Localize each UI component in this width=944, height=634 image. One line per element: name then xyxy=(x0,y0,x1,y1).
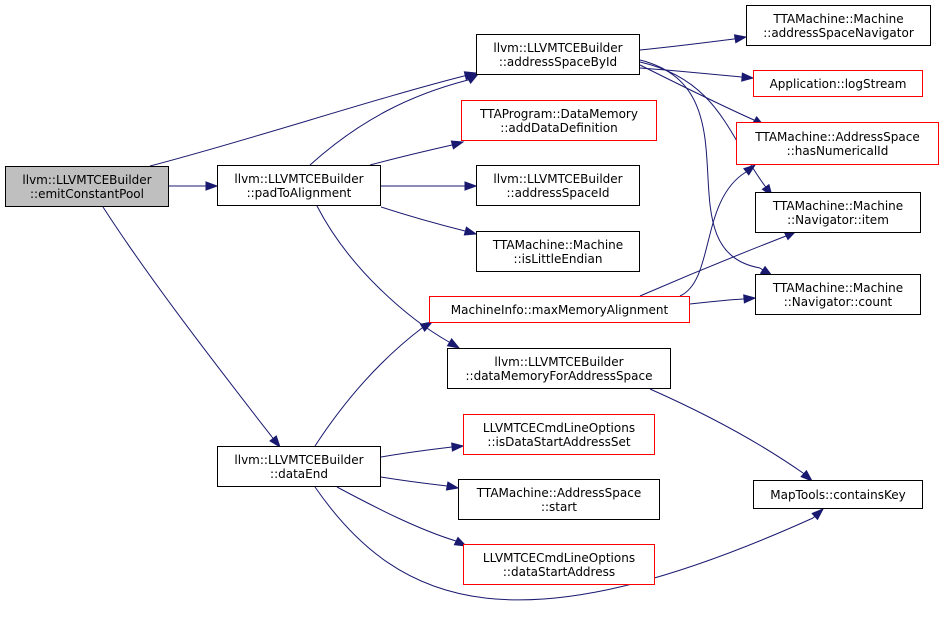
node-label-line: ::dataStartAddress xyxy=(502,564,616,579)
node-label-line: ::hasNumericalId xyxy=(786,143,889,158)
edge-maxalign-to-navcount xyxy=(689,298,744,305)
arrowhead-pad-to-adddata xyxy=(450,140,465,150)
node-log-stream[interactable]: Application::logStream xyxy=(753,70,923,97)
node-label-line: ::Navigator::count xyxy=(783,294,893,309)
arrowhead-dataend-to-maxalign xyxy=(419,321,434,332)
arrowhead-dataend-to-dsa xyxy=(453,536,468,547)
node-label-line: TTAMachine::Machine xyxy=(772,280,904,295)
arrowhead-dmfas-to-containskey xyxy=(800,469,814,482)
edge-dataend-to-isdss xyxy=(380,446,453,458)
arrowhead-asbyid-to-logstream xyxy=(741,72,755,82)
node-contains-key[interactable]: MapTools::containsKey xyxy=(753,480,923,509)
node-emit-constant-pool: llvm::LLVMTCEBuilder ::emitConstantPool xyxy=(5,166,169,207)
edge-emit-to-dataend xyxy=(102,206,273,438)
node-label-line: ::Navigator::item xyxy=(787,212,889,227)
node-label-line: ::dataMemoryForAddressSpace xyxy=(465,368,653,383)
node-label-line: MachineInfo::maxMemoryAlignment xyxy=(450,302,669,317)
node-label-line: TTAMachine::AddressSpace xyxy=(755,129,920,144)
node-label-line: LLVMTCECmdLineOptions xyxy=(482,550,636,565)
node-data-end[interactable]: llvm::LLVMTCEBuilder ::dataEnd xyxy=(217,446,381,487)
arrowhead-asbyid-to-asnav xyxy=(733,34,748,44)
node-navigator-count[interactable]: TTAMachine::Machine ::Navigator::count xyxy=(755,274,921,315)
node-label-line: ::addressSpaceNavigator xyxy=(763,25,914,40)
node-pad-to-alignment[interactable]: llvm::LLVMTCEBuilder ::padToAlignment xyxy=(217,165,381,206)
edge-pad-to-little xyxy=(380,206,466,232)
arrowhead-dataend-to-asstart xyxy=(445,481,460,491)
node-label-line: ::isDataStartAddressSet xyxy=(487,434,631,449)
edge-join-asbyid-to-navcount xyxy=(759,267,764,271)
arrowhead-pad-to-asbyid xyxy=(465,73,480,84)
node-label-line: TTAMachine::Machine xyxy=(492,237,624,252)
node-label-line: ::addressSpaceById xyxy=(498,54,618,69)
node-address-space-id[interactable]: llvm::LLVMTCEBuilder ::addressSpaceId xyxy=(476,165,640,206)
node-label-line: Application::logStream xyxy=(769,76,907,91)
edge-asbyid-to-navcount xyxy=(639,59,761,269)
arrowhead-pad-to-asid xyxy=(464,181,478,191)
node-label-line: ::isLittleEndian xyxy=(513,251,603,266)
node-label-line: LLVMTCECmdLineOptions xyxy=(482,420,636,435)
edge-maxalign-to-navitem xyxy=(639,235,787,297)
edge-pad-to-adddata xyxy=(369,144,453,166)
node-is-little-endian[interactable]: TTAMachine::Machine ::isLittleEndian xyxy=(476,231,640,272)
node-label-line: llvm::LLVMTCEBuilder xyxy=(494,354,624,369)
node-label-line: ::dataEnd xyxy=(270,466,328,481)
edge-emit-to-asbyid xyxy=(149,75,465,167)
node-label-line: ::padToAlignment xyxy=(246,185,352,200)
node-address-space-by-id[interactable]: llvm::LLVMTCEBuilder ::addressSpaceById xyxy=(476,34,640,75)
node-data-start-address[interactable]: LLVMTCECmdLineOptions ::dataStartAddress xyxy=(463,544,655,585)
edge-maxalign-to-hasnum xyxy=(679,171,747,297)
node-label-line: llvm::LLVMTCEBuilder xyxy=(22,172,152,187)
arrowhead-pad-to-little xyxy=(463,226,478,236)
node-address-space-navigator[interactable]: TTAMachine::Machine ::addressSpaceNaviga… xyxy=(746,5,931,46)
arrowhead-maxalign-to-navcount xyxy=(743,294,757,304)
node-address-space-start[interactable]: TTAMachine::AddressSpace ::start xyxy=(458,479,660,520)
node-label-line: TTAProgram::DataMemory xyxy=(480,106,638,121)
node-label-line: TTAMachine::Machine xyxy=(772,198,904,213)
node-add-data-definition[interactable]: TTAProgram::DataMemory ::addDataDefiniti… xyxy=(461,100,657,141)
arrowhead-maxalign-to-hasnum xyxy=(743,164,757,176)
node-label-line: MapTools::containsKey xyxy=(770,487,906,502)
edge-asbyid-to-hasnum xyxy=(639,64,755,121)
node-label-line: llvm::LLVMTCEBuilder xyxy=(234,171,364,186)
edge-dataend-to-dsa xyxy=(336,486,457,542)
node-label-line: ::start xyxy=(540,499,578,514)
node-label-line: TTAMachine::Machine xyxy=(773,11,904,26)
node-label-line: ::addDataDefinition xyxy=(500,120,618,135)
arrowhead-emit-to-dataend xyxy=(269,435,281,449)
node-data-memory-for-address-space[interactable]: llvm::LLVMTCEBuilder ::dataMemoryForAddr… xyxy=(447,348,671,389)
node-label-line: ::addressSpaceId xyxy=(506,185,610,200)
edge-asbyid-to-asnav xyxy=(639,38,735,51)
edge-pad-to-dmfas xyxy=(316,205,450,343)
arrowhead-dataend-to-containskey xyxy=(811,508,825,521)
edge-pad-to-asbyid xyxy=(309,79,469,166)
edge-dataend-to-asstart xyxy=(380,476,448,487)
node-label-line: llvm::LLVMTCEBuilder xyxy=(493,40,623,55)
arrowhead-emit-to-pad xyxy=(205,181,219,191)
arrowhead-pad-to-dmfas xyxy=(446,338,461,349)
node-label-line: llvm::LLVMTCEBuilder xyxy=(493,171,623,186)
node-label-line: TTAMachine::AddressSpace xyxy=(476,485,642,500)
arrowhead-dataend-to-isdss xyxy=(451,442,465,452)
node-label-line: ::emitConstantPool xyxy=(30,186,144,201)
edge-dataend-to-containskey xyxy=(314,486,814,601)
edge-asbyid-to-logstream xyxy=(639,67,742,78)
edge-dmfas-to-containskey xyxy=(649,388,804,474)
node-is-data-start-address-set[interactable]: LLVMTCECmdLineOptions ::isDataStartAddre… xyxy=(463,414,655,455)
node-navigator-item[interactable]: TTAMachine::Machine ::Navigator::item xyxy=(755,192,921,233)
node-has-numerical-id[interactable]: TTAMachine::AddressSpace ::hasNumericalI… xyxy=(736,122,939,165)
node-label-line: llvm::LLVMTCEBuilder xyxy=(234,452,364,467)
edge-dataend-to-maxalign xyxy=(314,327,423,447)
node-max-memory-alignment[interactable]: MachineInfo::maxMemoryAlignment xyxy=(429,296,690,323)
